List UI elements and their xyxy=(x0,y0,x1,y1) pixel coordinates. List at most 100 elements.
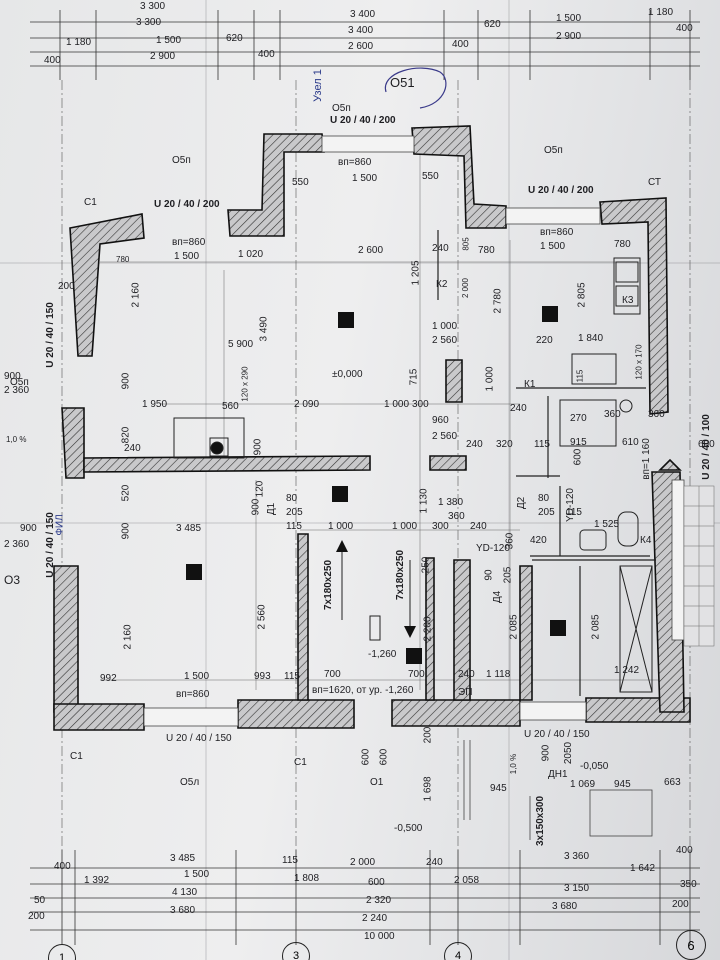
dim-text: 2 085 xyxy=(590,614,602,640)
dim-text: 900 xyxy=(20,523,37,534)
dim-text: 5 900 xyxy=(228,339,254,350)
mark-k1: К1 xyxy=(524,379,536,390)
dim-text: 915 xyxy=(570,437,587,448)
dim-text: 1 500 xyxy=(184,869,210,880)
sill-height: вп=1 160 xyxy=(640,438,652,480)
dim-text: 240 xyxy=(432,243,449,254)
dim-text: 1 205 xyxy=(410,260,422,286)
dim-text: 960 xyxy=(432,415,449,426)
dim-text: 945 xyxy=(490,783,507,794)
dim-text: 420 xyxy=(530,535,547,546)
dim-text: 663 xyxy=(664,777,681,788)
window-spec: U 20 / 40 / 200 xyxy=(528,185,594,196)
dim-text: 115 xyxy=(575,369,585,383)
window-openings xyxy=(143,135,685,727)
dim-text: 2 085 xyxy=(508,614,520,640)
slope-text: 1,0 % xyxy=(6,435,27,444)
mark-o5p: О5п xyxy=(172,155,191,166)
dim-text: 360 xyxy=(448,511,465,522)
dim-text: 360 xyxy=(504,532,516,550)
dim-text: 900 xyxy=(120,522,132,540)
dim-text: 320 xyxy=(496,439,513,450)
handwritten-note: Узел 1 xyxy=(311,69,324,102)
dim-text: 1 500 xyxy=(540,241,566,252)
dim-text: 3 300 xyxy=(140,1,166,12)
dim-text: 1 000 xyxy=(392,521,418,532)
dim-text: 1 500 xyxy=(352,173,378,184)
dim-text: 560 xyxy=(222,401,239,412)
dim-text: 200 xyxy=(28,911,45,922)
dim-text: 400 xyxy=(676,845,693,856)
dim-text: 240 xyxy=(470,521,487,532)
mark-o5p: О5п xyxy=(332,103,351,114)
dim-text: 620 xyxy=(226,33,243,44)
dim-text: 205 xyxy=(502,566,514,584)
dim-text: 600 xyxy=(368,877,385,888)
paper-fold xyxy=(508,0,510,960)
dim-text: 600 xyxy=(698,439,715,450)
dim-text: 3 680 xyxy=(170,905,196,916)
dim-text: 115 xyxy=(282,855,298,866)
dim-text: 1 069 xyxy=(570,779,596,790)
dim-text: 1 500 xyxy=(556,13,582,24)
dim-text: 820 xyxy=(120,426,132,444)
dim-text: 2 900 xyxy=(556,31,582,42)
dim-text: 900 xyxy=(252,438,264,456)
dim-text: 900 xyxy=(540,744,552,762)
handwritten-circle xyxy=(384,67,447,109)
dim-text: 120 xyxy=(254,480,266,498)
column-markers xyxy=(186,306,566,664)
dim-text: 805 xyxy=(461,237,471,251)
mark-c1: С1 xyxy=(294,757,307,768)
dim-text: 200 xyxy=(422,726,434,744)
dim-text: 2 200 xyxy=(422,616,434,642)
dim-text: 115 xyxy=(286,521,302,532)
dim-text: 700 xyxy=(408,669,425,680)
dim-text: 350 xyxy=(680,879,697,890)
dim-text: 90 xyxy=(483,569,495,581)
dim-text: 715 xyxy=(408,368,420,386)
dim-text: 115 xyxy=(284,671,300,682)
dim-text: 270 xyxy=(570,413,587,424)
dim-text: 2 600 xyxy=(358,245,384,256)
partitions xyxy=(437,230,656,696)
dim-text: 1 642 xyxy=(630,863,656,874)
dim-text: 610 xyxy=(622,437,639,448)
dim-text: 1 130 xyxy=(418,488,430,514)
dim-text: 2 360 xyxy=(4,385,30,396)
dim-text: 1 840 xyxy=(578,333,604,344)
dim-text: 1 380 xyxy=(438,497,464,508)
dim-text: 2 780 xyxy=(492,288,504,314)
dim-text: 2 160 xyxy=(130,282,142,308)
dim-text: 50 xyxy=(34,895,46,906)
dim-text: 1 180 xyxy=(66,37,92,48)
dim-text: 900 xyxy=(120,372,132,390)
dim-text: 300 xyxy=(412,399,429,410)
mark-c1: С1 xyxy=(70,751,83,762)
dim-text: 115 xyxy=(534,439,550,450)
porch xyxy=(463,740,653,840)
paper-fold xyxy=(0,262,720,264)
dim-text: 1 000 xyxy=(432,321,458,332)
dim-text: 1 020 xyxy=(238,249,264,260)
dim-text: 1 118 xyxy=(486,669,511,680)
dim-text: 1 392 xyxy=(84,875,110,886)
dim-text: 400 xyxy=(44,55,61,66)
handwritten-note: ФИЛ xyxy=(54,514,66,536)
mark-k3: К3 xyxy=(622,295,634,306)
dim-text: 3 400 xyxy=(350,9,376,20)
dim-text: 3 400 xyxy=(348,25,374,36)
dim-text: 10 000 xyxy=(364,931,395,942)
sill-height: вп=1620, от ур. -1,260 xyxy=(312,685,414,696)
dim-text: 945 xyxy=(614,779,631,790)
mark-yd: YD-120 xyxy=(476,543,510,554)
dim-text: 220 xyxy=(536,335,553,346)
axis-bubble-6: 6 xyxy=(676,930,706,960)
mark-o5p: О5п xyxy=(10,377,29,388)
dim-text: 520 xyxy=(120,484,132,502)
dim-text: 2 600 xyxy=(348,41,374,52)
level-porch: -0,050 xyxy=(580,761,609,772)
dim-text: 900 xyxy=(4,371,21,382)
interior-thin-lines xyxy=(100,150,660,700)
